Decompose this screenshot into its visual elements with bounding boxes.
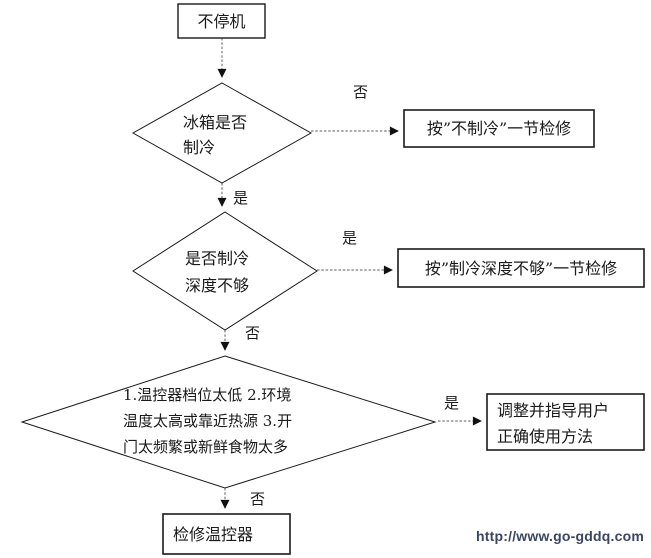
decision3-diamond-shape (20, 355, 437, 489)
connector-lines (217, 38, 482, 509)
decision2-label: 是否制冷 深度不够 (185, 249, 250, 295)
edge-label-yes-2: 是 (342, 229, 358, 247)
decision3-label: 1.温控器档位太低 2.环境 温度太高或靠近热源 3.开 门太频繁或新鲜食物太多 (123, 386, 293, 456)
edge-label-yes-1: 是 (233, 189, 249, 207)
end-box-shape (162, 513, 291, 555)
start-box-shape (177, 3, 266, 39)
decision2-diamond-shape (132, 211, 318, 331)
action1-label: 按”不制冷”一节检修 (426, 119, 572, 138)
edge-label-no-2: 否 (245, 324, 261, 342)
action3-label: 调整并指导用户 正确使用方法 (497, 401, 610, 446)
node-shapes (20, 3, 645, 555)
action1-box-shape (403, 109, 595, 148)
action2-label: 按”制冷深度不够”一节检修 (424, 258, 618, 278)
watermark-url: http://www.go-gddq.com (476, 528, 644, 544)
action2-box-shape (397, 248, 645, 288)
decision1-diamond-shape (131, 82, 313, 184)
edge-label-no-1: 否 (353, 83, 369, 101)
start-node-label: 不停机 (197, 11, 246, 31)
decision1-label: 冰箱是否 制冷 (183, 113, 248, 157)
edge-label-yes-3: 是 (444, 394, 460, 412)
end-node-label: 检修温控器 (173, 524, 254, 544)
action3-box-shape (486, 393, 645, 451)
edge-label-no-3: 否 (250, 490, 266, 508)
